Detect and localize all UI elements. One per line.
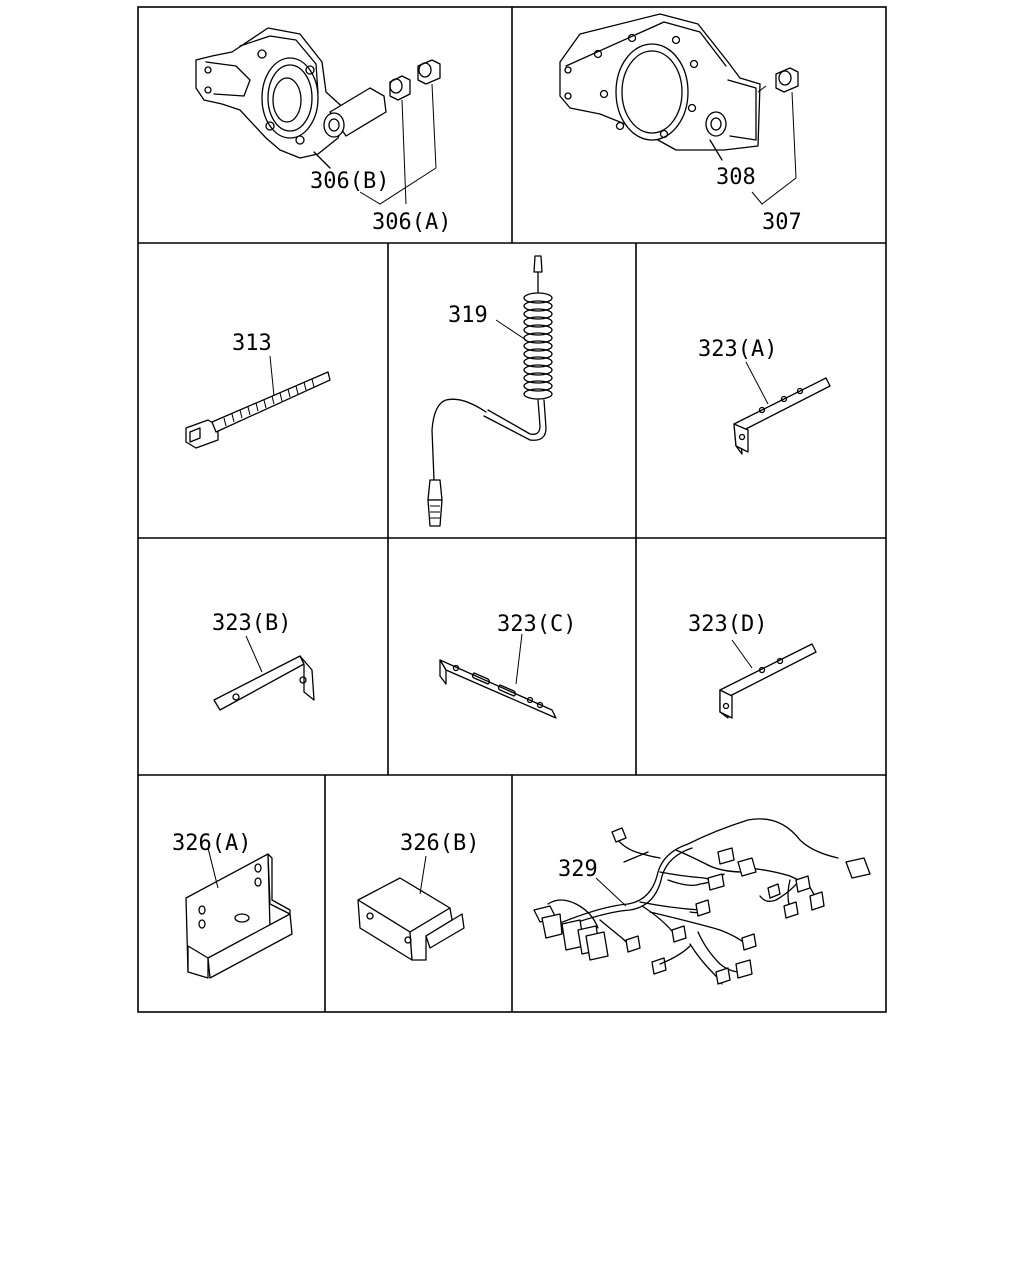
part-323a-bracket[interactable] [733,361,831,455]
part-313-cable-tie[interactable] [185,355,331,449]
part-306b-housing[interactable] [195,27,387,169]
label-306b: 306(B) [310,169,389,194]
part-323c-bracket[interactable] [439,633,557,719]
part-326a-bracket[interactable] [185,847,293,979]
label-323a: 323(A) [698,337,777,362]
part-323b-bracket[interactable] [213,635,315,711]
label-323c: 323(C) [497,612,576,637]
label-329: 329 [558,857,598,882]
label-307: 307 [762,210,802,235]
label-306a: 306(A) [372,210,451,235]
label-323d: 323(D) [688,612,767,637]
label-326a: 326(A) [172,831,251,856]
part-323d-bracket[interactable] [719,639,817,719]
part-329-wiring-harness[interactable] [533,818,871,985]
label-326b: 326(B) [400,831,479,856]
label-313: 313 [232,331,272,356]
part-319-coiled-sensor[interactable] [427,255,553,527]
label-308: 308 [716,165,756,190]
label-319: 319 [448,303,488,328]
part-306a-bushings[interactable] [389,59,441,101]
leaders-306 [359,83,437,205]
leaders-307-308 [751,85,797,205]
grid-frame [137,6,887,1013]
part-326b-bracket[interactable] [357,855,465,961]
label-323b: 323(B) [212,611,291,636]
part-307-plug[interactable] [775,67,799,93]
part-308-gear-case[interactable] [559,13,761,161]
